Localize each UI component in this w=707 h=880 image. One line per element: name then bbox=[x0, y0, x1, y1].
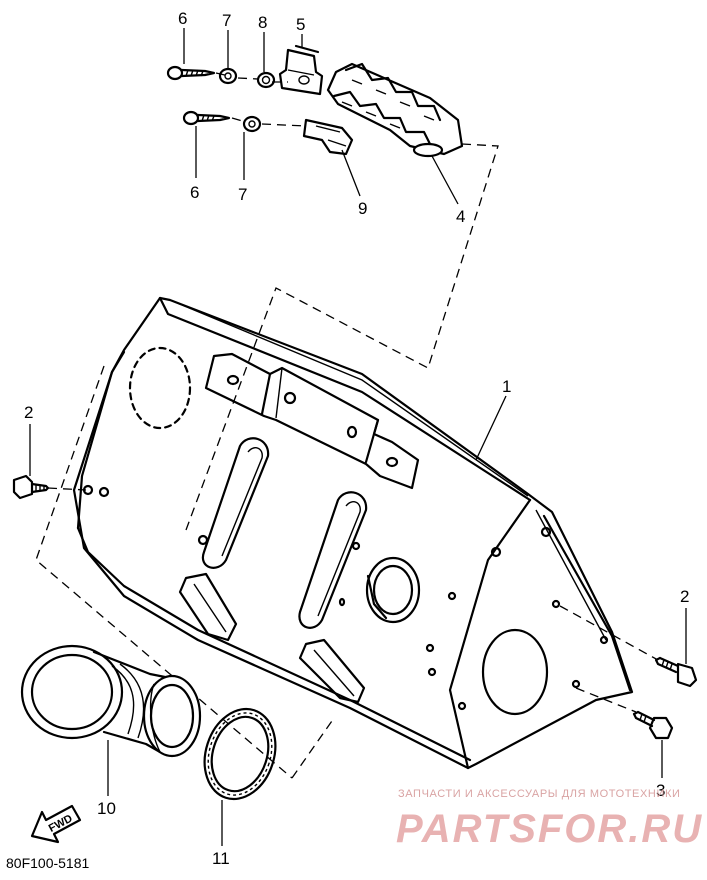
leader-9 bbox=[341, 149, 361, 197]
callout-6-upper: 6 bbox=[178, 9, 187, 28]
bolt-3 bbox=[632, 710, 674, 740]
bolt-6-lower bbox=[182, 110, 231, 126]
assembly-line-left-frame bbox=[35, 365, 335, 779]
bolt-2-left bbox=[12, 474, 50, 500]
clamp-9 bbox=[302, 118, 354, 156]
gasket-11 bbox=[203, 707, 277, 801]
callout-9: 9 bbox=[358, 199, 367, 218]
watermark-tagline: ЗАПЧАСТИ И АКСЕССУАРЫ ДЛЯ МОТОТЕХНИКИ bbox=[398, 788, 680, 800]
callout-10: 10 bbox=[97, 799, 116, 818]
clamp-5 bbox=[278, 44, 324, 96]
assembly-line-left-bolt bbox=[47, 487, 87, 491]
fwd-arrow: FWD bbox=[30, 804, 82, 844]
bolt-6-upper bbox=[166, 65, 216, 81]
callout-4: 4 bbox=[456, 207, 465, 226]
leader-4 bbox=[431, 155, 459, 205]
washer-7-lower bbox=[242, 115, 262, 133]
cover-panel-1 bbox=[72, 296, 634, 770]
callout-11: 11 bbox=[212, 849, 230, 868]
assembly-line-top bbox=[215, 72, 307, 127]
washer-7-upper bbox=[218, 67, 238, 85]
callout-5: 5 bbox=[296, 15, 305, 34]
assembly-line-right-bolt-2 bbox=[559, 605, 659, 661]
callout-2-right: 2 bbox=[680, 587, 689, 606]
callout-7-upper: 7 bbox=[222, 11, 231, 30]
assembly-line-connector bbox=[185, 143, 499, 531]
callout-3: 3 bbox=[656, 781, 665, 800]
callout-8: 8 bbox=[258, 13, 267, 32]
callout-7-lower: 7 bbox=[238, 185, 247, 204]
callout-2-left: 2 bbox=[24, 403, 33, 422]
intake-duct-10 bbox=[20, 644, 202, 758]
nut-8 bbox=[256, 71, 276, 89]
diagram-code: 80F100-5181 bbox=[6, 855, 90, 871]
leader-1 bbox=[475, 395, 507, 461]
callout-6-lower: 6 bbox=[190, 183, 199, 202]
connector-block-4 bbox=[326, 62, 464, 158]
assembly-line-right-bolt-3 bbox=[575, 687, 637, 713]
watermark-logo: PARTSFOR.RU bbox=[396, 807, 703, 851]
bolt-2-right bbox=[654, 656, 698, 688]
callout-1: 1 bbox=[502, 377, 511, 396]
